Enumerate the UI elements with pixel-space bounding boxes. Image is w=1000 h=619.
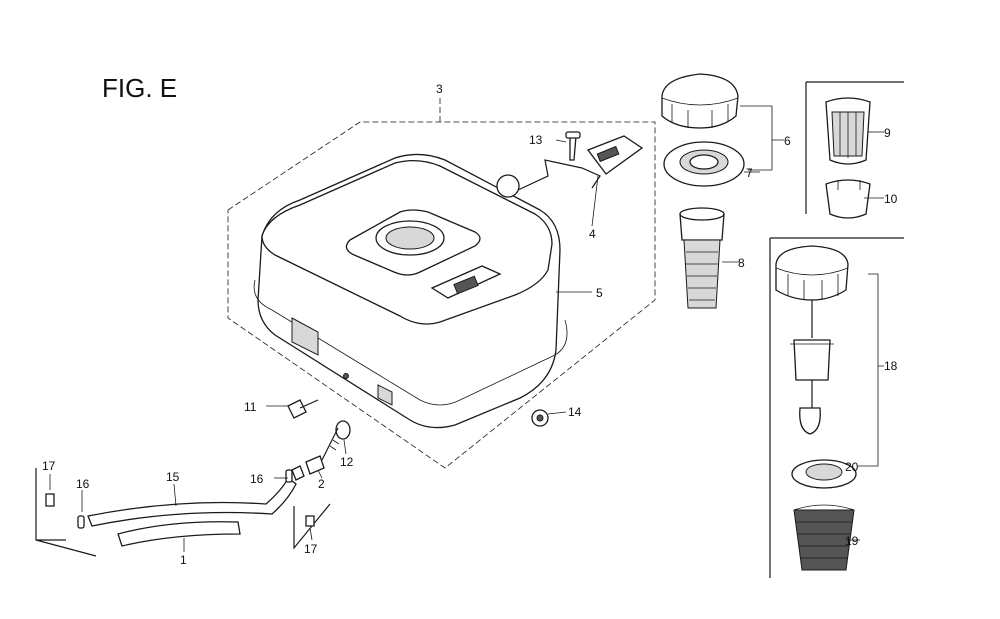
callout-6: 6	[784, 134, 791, 148]
callout-19: 19	[845, 534, 859, 548]
callout-16-right: 16	[250, 472, 264, 486]
fuel-cap	[661, 73, 739, 129]
callout-8: 8	[738, 256, 745, 270]
callout-16-left: 16	[76, 477, 90, 491]
hose-clip-left	[77, 515, 85, 529]
callout-9: 9	[884, 126, 891, 140]
clip-17-right	[293, 503, 331, 550]
inset-cap-box	[769, 237, 904, 578]
fuel-strainer	[679, 207, 725, 309]
callout-12: 12	[340, 455, 354, 469]
fuel-valve	[291, 427, 340, 481]
inset-strainer-box	[805, 81, 904, 219]
callout-5: 5	[596, 286, 603, 300]
callout-7: 7	[746, 166, 753, 180]
callout-13: 13	[529, 133, 543, 147]
bracket-assembly	[496, 131, 644, 198]
bolt	[287, 399, 319, 419]
washer	[335, 420, 351, 440]
callout-20: 20	[845, 460, 859, 474]
callout-1: 1	[180, 553, 187, 567]
callout-10: 10	[884, 192, 898, 206]
callout-17-left: 17	[42, 459, 56, 473]
leader-lines	[49, 105, 884, 552]
callout-2: 2	[318, 477, 325, 491]
fuel-hose-lower	[117, 521, 241, 547]
callout-17-right: 17	[304, 542, 318, 556]
callout-15: 15	[166, 470, 180, 484]
callout-18: 18	[884, 359, 898, 373]
fuel-hose-upper	[87, 477, 297, 527]
clip-17-left	[35, 468, 97, 557]
callout-11: 11	[244, 400, 257, 414]
callout-4: 4	[589, 227, 596, 241]
fuel-tank	[253, 153, 568, 429]
callout-3: 3	[436, 82, 443, 96]
figure-title: FIG. E	[102, 73, 177, 103]
cap-gasket	[663, 141, 745, 187]
nut	[531, 409, 549, 427]
hose-clip-right	[285, 469, 293, 483]
tank-group-bracket	[227, 98, 656, 469]
callout-14: 14	[568, 405, 582, 419]
